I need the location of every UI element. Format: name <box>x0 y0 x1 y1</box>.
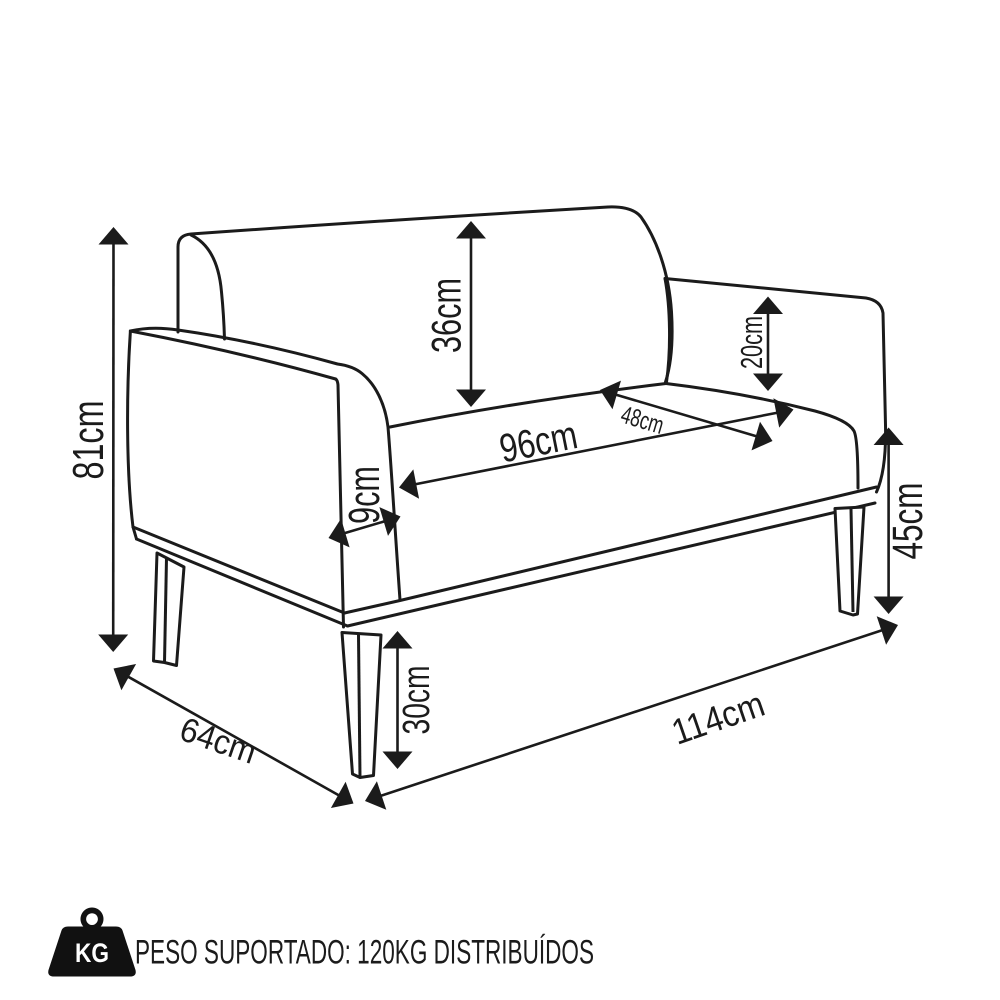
svg-text:45cm: 45cm <box>884 483 932 560</box>
svg-text:81cm: 81cm <box>64 401 113 480</box>
svg-text:20cm: 20cm <box>734 316 769 369</box>
svg-text:36cm: 36cm <box>423 278 470 353</box>
svg-text:30cm: 30cm <box>396 666 438 735</box>
svg-text:9cm: 9cm <box>340 466 389 524</box>
svg-text:KG: KG <box>75 938 109 968</box>
svg-text:PESO SUPORTADO: 120KG DISTRIBU: PESO SUPORTADO: 120KG DISTRIBUÍDOS <box>135 934 594 972</box>
